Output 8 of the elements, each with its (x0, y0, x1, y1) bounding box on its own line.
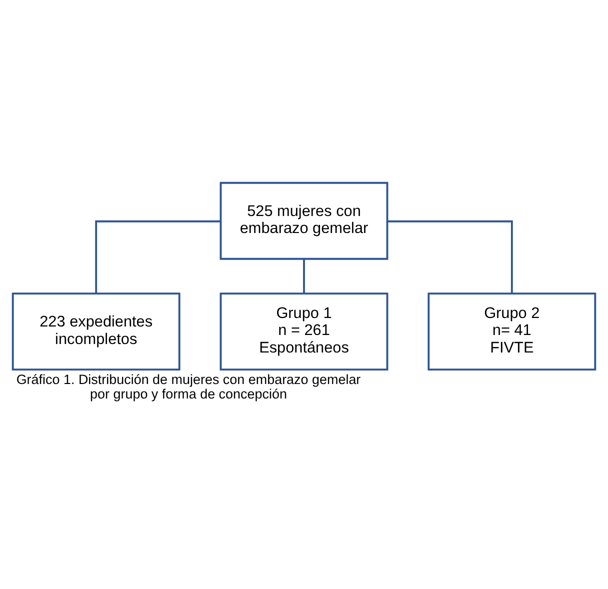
connector (95, 220, 221, 294)
node-box: Grupo 1 n = 261 Espontáneos (220, 292, 388, 371)
connector (387, 220, 513, 294)
node-box: 525 mujeres con embarazo gemelar (220, 182, 388, 260)
node-box: 223 expedientes incompletos (12, 292, 180, 371)
node-box: Grupo 2 n= 41 FIVTE (428, 292, 596, 371)
caption: Gráfico 1. Distribución de mujeres con embarazo gemelar por grupo y forma de concepción (16, 372, 361, 402)
connector (303, 258, 305, 294)
